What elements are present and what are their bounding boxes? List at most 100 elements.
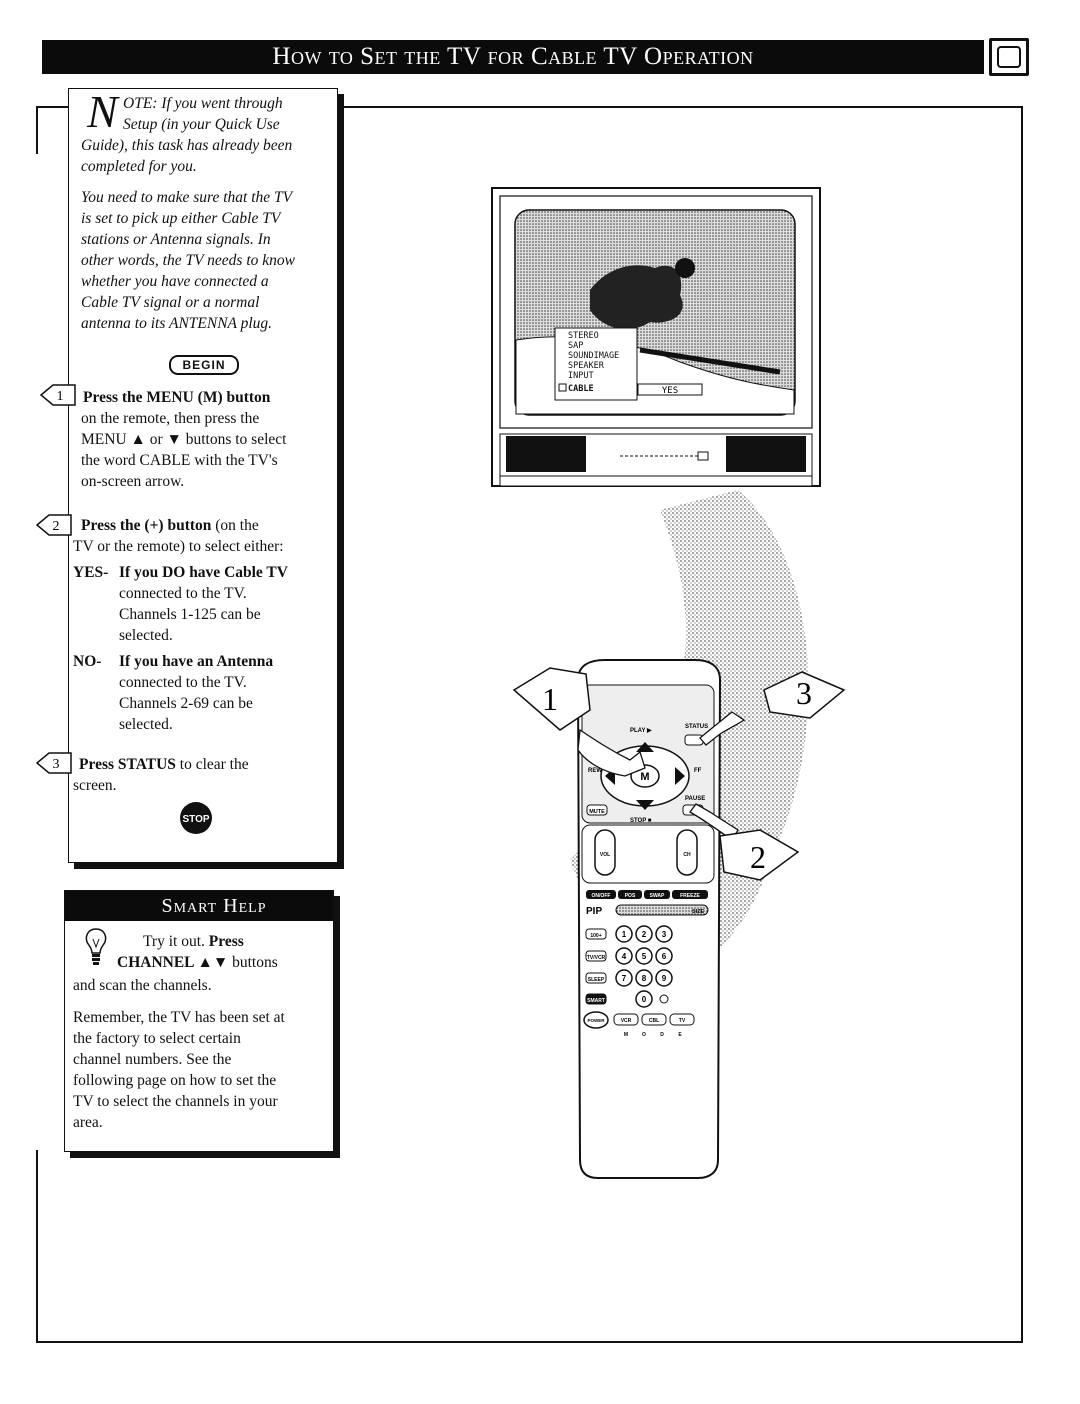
help-line-2: CHANNEL ▲▼ buttons: [117, 952, 278, 973]
help-line-1a: Try it out.: [143, 933, 205, 950]
mute-button[interactable]: [586, 804, 608, 816]
smart-help-heading: Smart Help: [65, 891, 333, 921]
step-2-heading-rest: (on the: [211, 517, 259, 534]
help-para2-line-4: following page on how to set the: [73, 1072, 277, 1089]
remote-control: PLAY ▶ STATUS REW FF M MUTE STOP ■ PAUSE…: [576, 659, 722, 1179]
tv-menu-item-input: INPUT: [568, 371, 594, 381]
instruction-panel: N OTE: If you went through Setup (in you…: [35, 86, 338, 863]
smart-help-box: Smart Help Try it out. Press CHANNEL ▲▼ …: [64, 890, 334, 1152]
light-bulb-icon: [85, 928, 107, 965]
mode-letter-e: E: [678, 1032, 682, 1038]
step-2-arrow-icon: 2: [35, 514, 72, 536]
page-title: How to Set the TV for Cable TV Operation: [42, 40, 984, 74]
tv-vcr-button[interactable]: [585, 950, 607, 962]
help-para2-line-3: channel numbers. See the: [73, 1051, 232, 1068]
tv-speaker-right: [726, 436, 806, 472]
callout-1-number: 1: [542, 681, 558, 717]
help-para2-line-5: TV to select the channels in your: [73, 1093, 278, 1110]
step-2-line-2: TV or the remote) to select either:: [73, 538, 284, 555]
digit-3-button[interactable]: [655, 925, 673, 943]
sleep-label: SLEEP: [588, 977, 605, 983]
pip-freeze-button[interactable]: [672, 890, 708, 899]
size-label: SIZE: [692, 909, 705, 915]
hand-pointer-2-icon: [689, 803, 739, 841]
tv-menu: [554, 327, 638, 401]
digit-1-button[interactable]: [615, 925, 633, 943]
note-para2-line-5: whether you have connected a: [81, 273, 269, 290]
small-round-button[interactable]: [659, 994, 669, 1004]
digit-6-button[interactable]: [655, 947, 673, 965]
smart-label: SMART: [587, 998, 605, 1004]
ch-label: CH: [683, 852, 691, 858]
digit-7-button[interactable]: [615, 969, 633, 987]
note-drop-cap: N: [87, 86, 118, 137]
no-line-2: Channels 2-69 can be: [119, 695, 253, 712]
tv-screen-icon: [989, 38, 1029, 76]
step-1-line-1: on the remote, then press the: [81, 410, 260, 427]
mode-letter-m: M: [624, 1032, 628, 1038]
tv-menu-item-soundimage: SOUNDIMAGE: [568, 351, 619, 361]
pip-pos-button[interactable]: [618, 890, 642, 899]
help-line-3: and scan the channels.: [73, 977, 212, 994]
sleep-button[interactable]: [585, 972, 607, 984]
step-1-line-4: on-screen arrow.: [81, 473, 185, 490]
callout-2: 2: [719, 829, 800, 881]
pip-onoff-button[interactable]: [586, 890, 616, 899]
step-2-number: 2: [53, 519, 60, 534]
tv-menu-item-stereo: STEREO: [568, 331, 599, 341]
pip-size-bar[interactable]: [615, 904, 709, 916]
tv-menu-value: YES: [662, 386, 678, 396]
frame-line-left-join: [36, 106, 68, 108]
mode-vcr-button[interactable]: [613, 1013, 639, 1026]
plus-button[interactable]: [675, 767, 685, 785]
note-para2-line-4: other words, the TV needs to know: [81, 252, 295, 269]
step-3-number: 3: [53, 757, 60, 772]
yes-heading: If you DO have Cable TV: [119, 564, 288, 581]
no-line-3: selected.: [119, 716, 173, 733]
digit-8-button[interactable]: [635, 969, 653, 987]
digit-0-button[interactable]: [635, 990, 653, 1008]
volume-rocker[interactable]: [594, 829, 616, 876]
frame-line-top: [340, 106, 1022, 108]
help-para2-line-1: Remember, the TV has been set at: [73, 1009, 285, 1026]
digit-7-label: 7: [622, 974, 627, 983]
pip-pos-label: POS: [625, 893, 636, 899]
digit-5-label: 5: [642, 952, 647, 961]
pip-swap-button[interactable]: [644, 890, 670, 899]
digit-9-button[interactable]: [655, 969, 673, 987]
status-button[interactable]: [684, 734, 704, 746]
help-line-2a: CHANNEL ▲▼: [117, 954, 229, 971]
begin-tag: BEGIN: [169, 355, 239, 375]
key-100-button[interactable]: [585, 928, 607, 940]
help-line-1b: Press: [208, 933, 244, 950]
yes-line-3: selected.: [119, 627, 173, 644]
digit-0-label: 0: [642, 995, 647, 1004]
note-line-1: OTE: If you went through: [123, 95, 283, 112]
digit-5-button[interactable]: [635, 947, 653, 965]
mode-letter-o: O: [642, 1032, 646, 1038]
frame-line-left-upper: [36, 106, 38, 154]
note-line-2: Setup (in your Quick Use: [123, 116, 280, 133]
mode-tv-button[interactable]: [669, 1013, 695, 1026]
key-100-label: 100+: [590, 933, 601, 939]
pause-label: PAUSE: [685, 796, 705, 802]
step-3-heading-rest: to clear the: [175, 756, 249, 773]
ff-label: FF: [694, 768, 702, 774]
digit-4-button[interactable]: [615, 947, 633, 965]
tv-menu-arrow-icon: [558, 383, 567, 392]
play-label: PLAY ▶: [630, 727, 652, 734]
step-3-arrow-icon: 3: [35, 752, 72, 774]
tv-menu-item-sap: SAP: [568, 341, 583, 351]
digit-2-button[interactable]: [635, 925, 653, 943]
note-line-3: Guide), this task has already been: [81, 137, 293, 154]
mode-tv-label: TV: [679, 1018, 686, 1024]
menu-button-label: M: [640, 771, 649, 783]
menu-down-button[interactable]: [636, 800, 654, 810]
channel-rocker[interactable]: [676, 829, 698, 876]
callout-2-number: 2: [750, 839, 766, 875]
power-button[interactable]: [583, 1011, 609, 1029]
mode-cbl-button[interactable]: [641, 1013, 667, 1026]
smart-button[interactable]: [585, 993, 607, 1005]
menu-up-button[interactable]: [636, 742, 654, 752]
pip-freeze-label: FREEZE: [680, 893, 700, 899]
